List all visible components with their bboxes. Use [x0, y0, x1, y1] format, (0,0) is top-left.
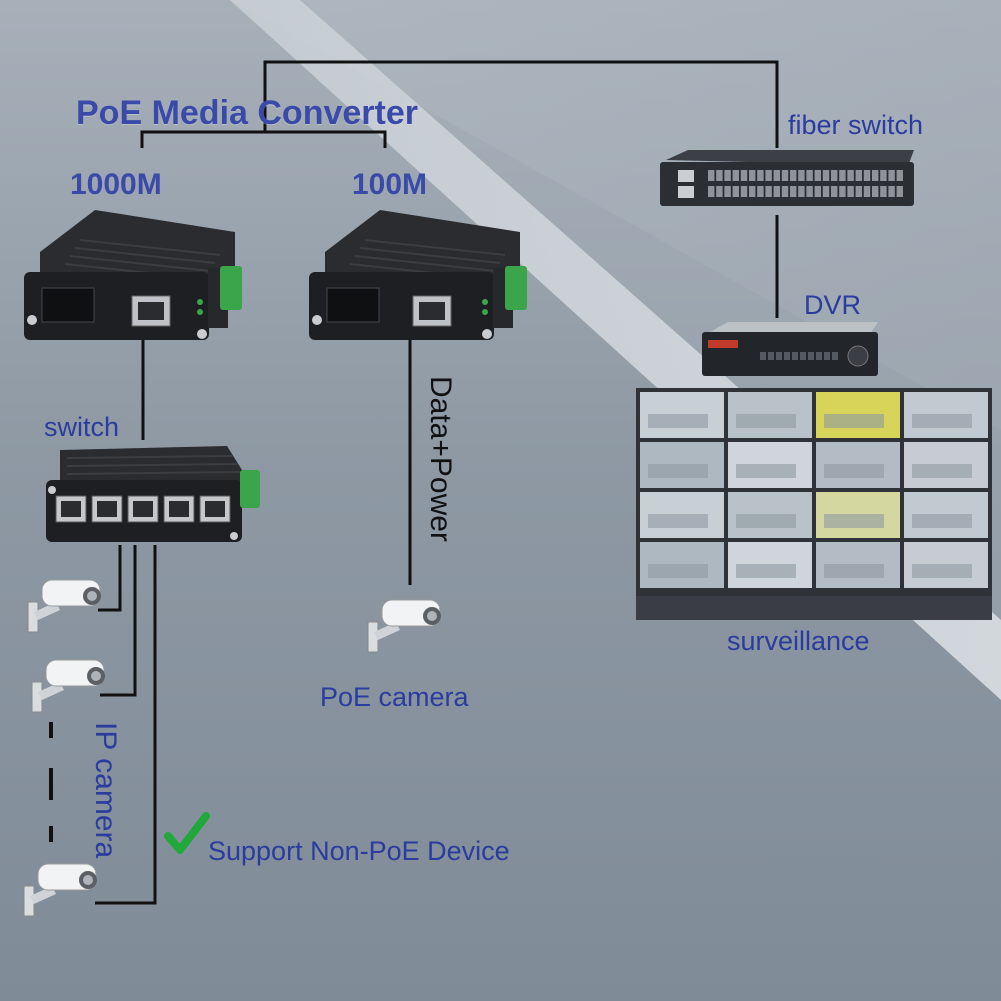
- data-power-label: Data+Power: [424, 376, 457, 542]
- dvr-label: DVR: [804, 290, 862, 320]
- ip-camera-icon-1: [27, 579, 101, 633]
- poe-camera-icon: [367, 599, 441, 653]
- non-poe-label: Support Non-PoE Device: [208, 836, 510, 866]
- ip-camera-label: IP camera: [89, 722, 122, 859]
- fiber-switch: [660, 150, 914, 206]
- converter-100m: [309, 210, 527, 340]
- surveillance-wall: [636, 388, 992, 620]
- converter-100m-label: 100M: [352, 168, 428, 201]
- switch-label: switch: [44, 412, 120, 442]
- poe-switch: [46, 446, 260, 542]
- converter-1000m: [24, 210, 242, 340]
- surveillance-label: surveillance: [727, 626, 870, 656]
- converter-1000m-label: 1000M: [70, 168, 162, 201]
- poe-camera-label: PoE camera: [320, 682, 469, 712]
- ip-camera-icon-2: [31, 659, 105, 713]
- ip-camera-icon-3: [23, 863, 97, 917]
- check-icon: [164, 812, 210, 854]
- fiber-switch-label: fiber switch: [788, 110, 924, 140]
- diagram-title: PoE Media Converter: [76, 94, 418, 132]
- dvr: [702, 322, 878, 376]
